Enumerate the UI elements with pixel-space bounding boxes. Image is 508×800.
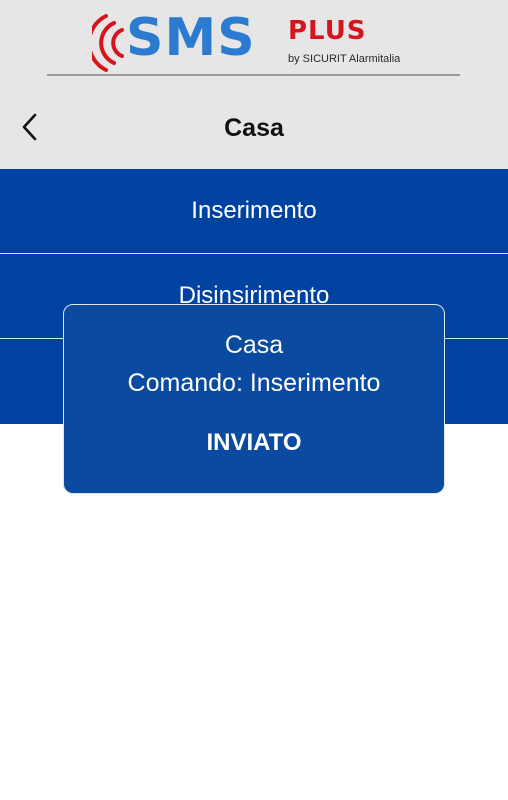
command-button-inserimento[interactable]: Inserimento xyxy=(0,169,508,254)
logo-plus-text: PLUS xyxy=(288,16,367,46)
chevron-left-icon xyxy=(22,113,37,141)
back-button[interactable] xyxy=(12,106,48,148)
command-sent-toast: Casa Comando: Inserimento INVIATO xyxy=(63,304,445,494)
toast-command-line: Comando: Inserimento xyxy=(127,369,381,397)
sms-plus-logo: SMS PLUS by SICURIT Alarmitalia xyxy=(92,8,412,74)
app-header: SMS PLUS by SICURIT Alarmitalia Casa xyxy=(0,0,508,169)
toast-status: INVIATO xyxy=(206,429,302,456)
signal-arcs-icon xyxy=(92,14,124,72)
logo-byline: by SICURIT Alarmitalia xyxy=(288,53,401,65)
page-title: Casa xyxy=(224,114,284,142)
header-divider xyxy=(47,74,460,76)
toast-device-name: Casa xyxy=(224,331,284,359)
logo-brand-text: SMS xyxy=(126,8,256,68)
